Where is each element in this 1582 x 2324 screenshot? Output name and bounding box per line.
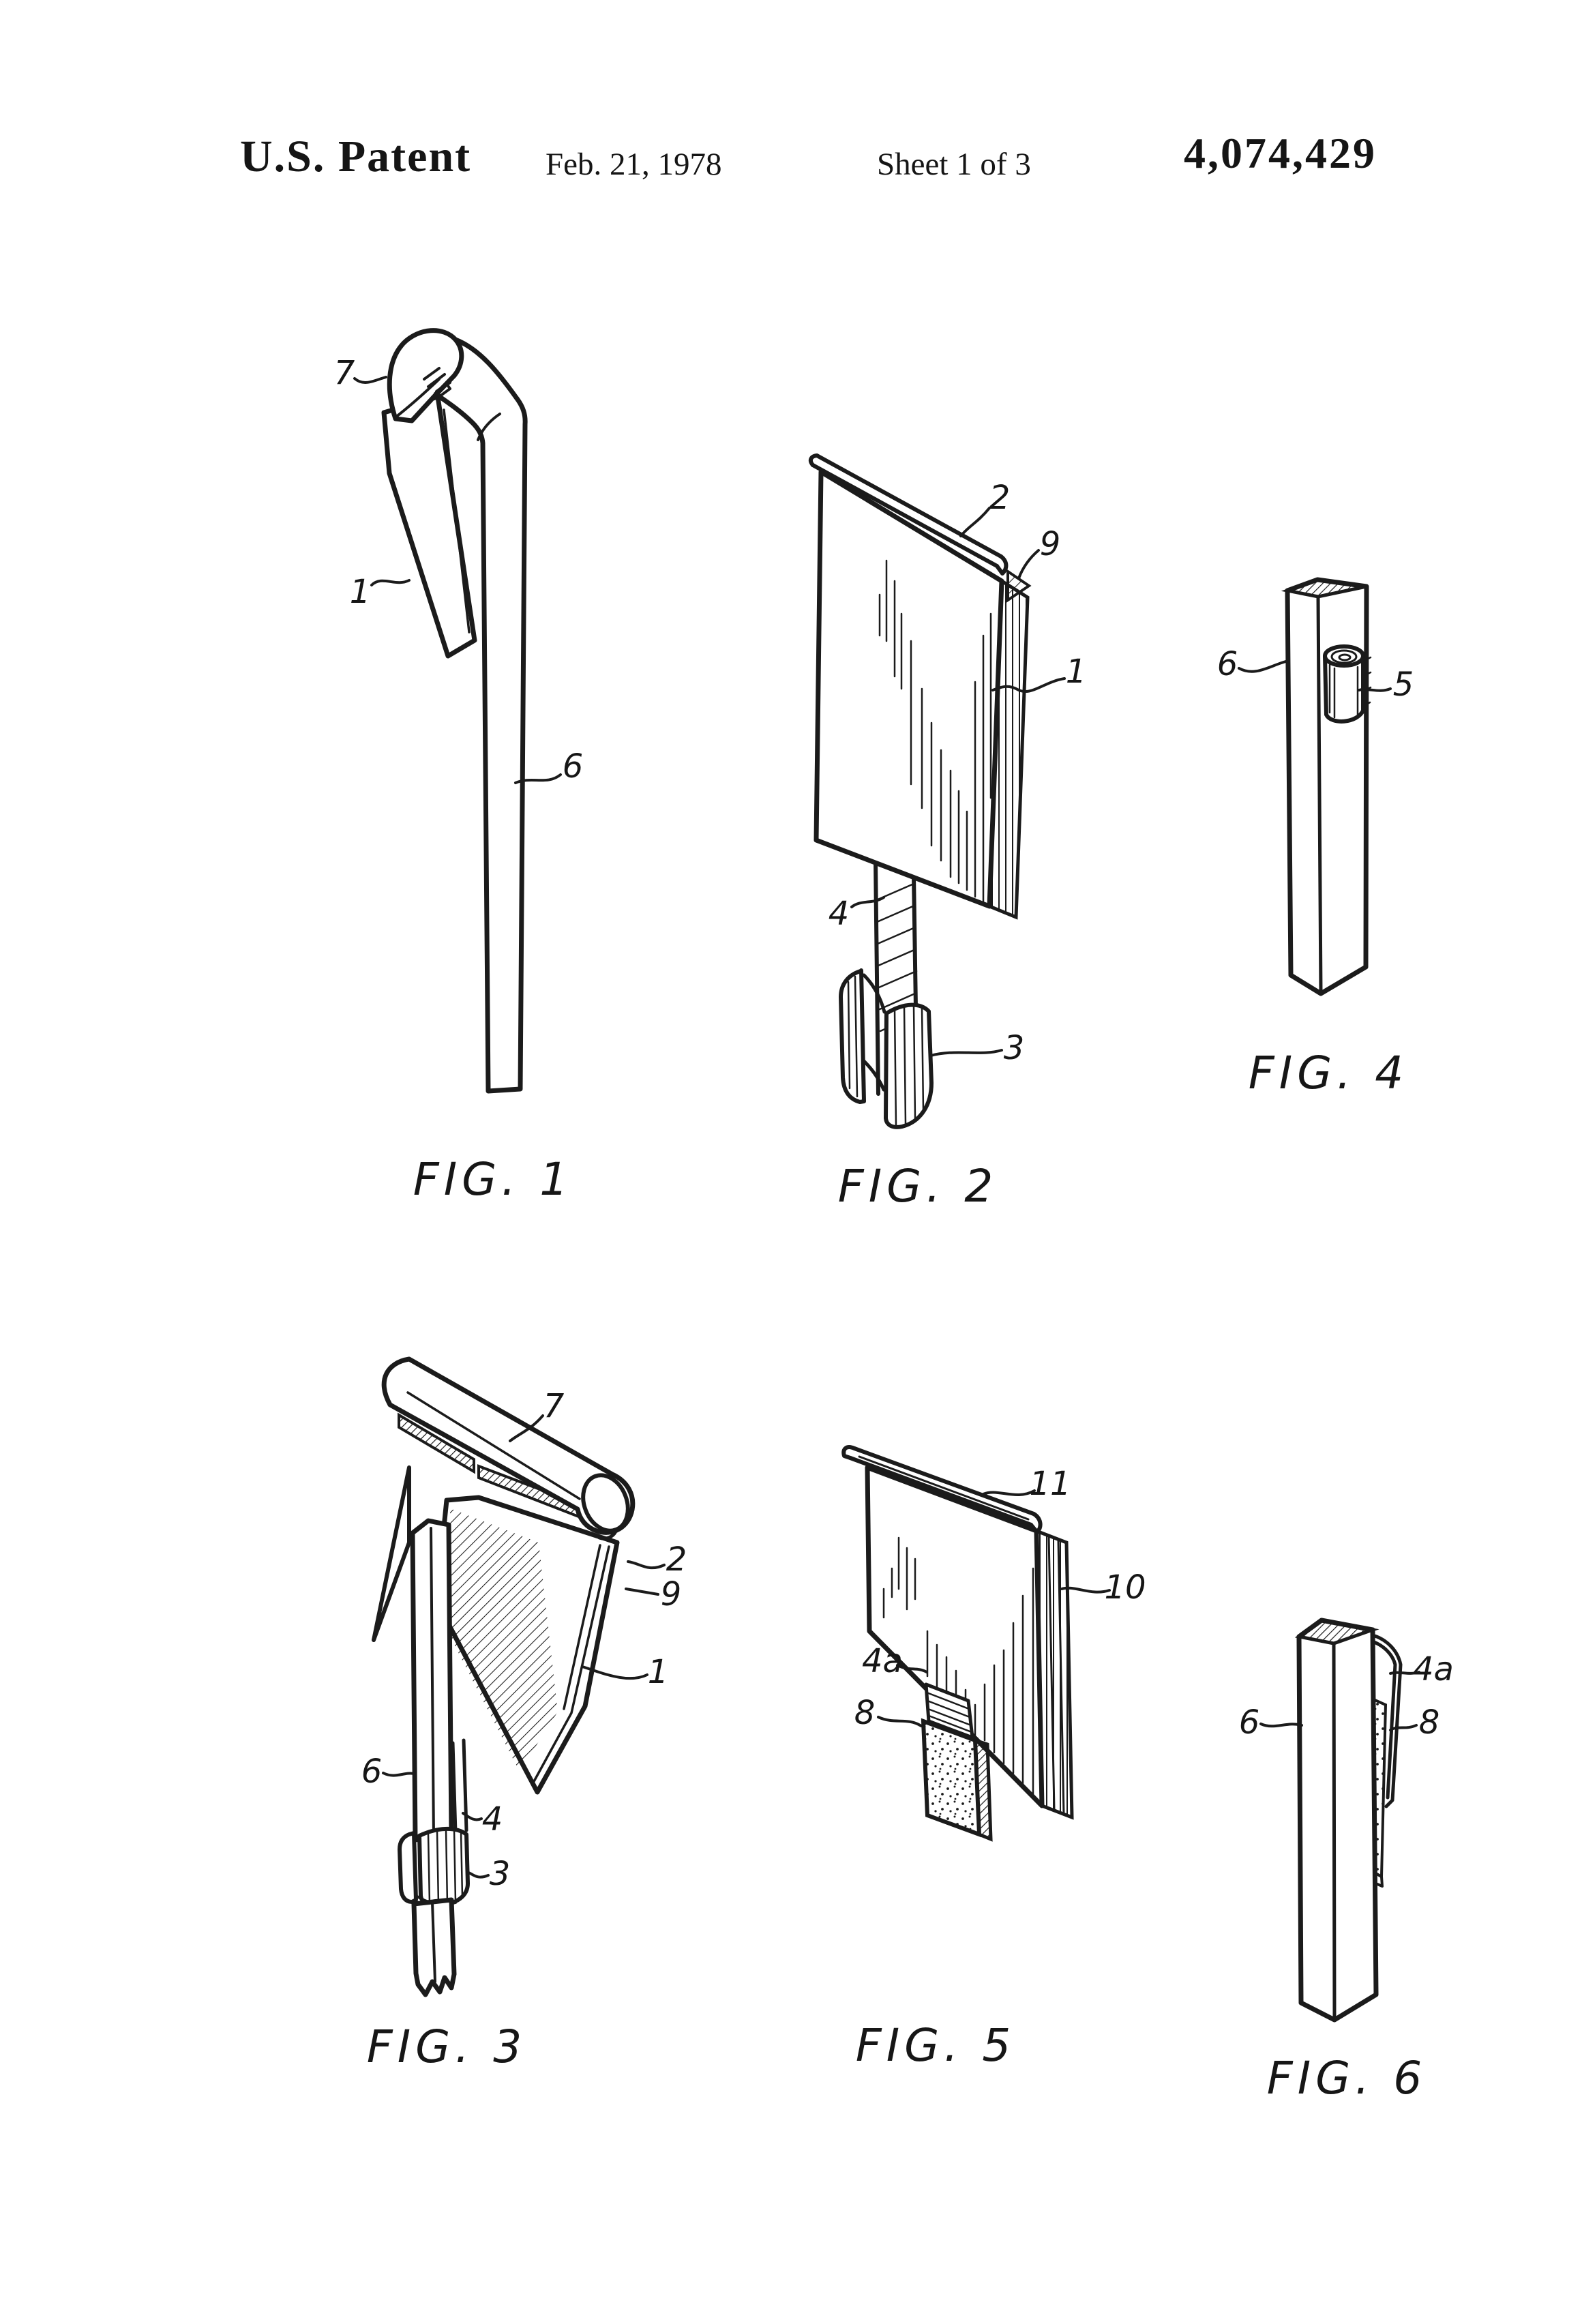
fig5-leaders <box>877 1489 1111 1727</box>
fig2-clip <box>839 968 934 1129</box>
fig3-stem <box>451 1738 468 1835</box>
fig2-leaders <box>850 507 1066 1057</box>
fig6-ref-4a: 4a <box>1413 1650 1454 1688</box>
figure-3: 7 2 9 1 6 4 3 FIG. 3 <box>361 1356 687 2073</box>
fig2-ref-1: 1 <box>1066 653 1087 691</box>
fig3-panel-hatch <box>450 1508 558 1772</box>
fig4-sleeve <box>1323 644 1372 724</box>
fig1-leaders <box>353 376 562 784</box>
fig4-post-top <box>1281 578 1367 599</box>
fig1-shaft <box>428 337 528 1094</box>
fig1-cap-clip-detail <box>423 367 451 398</box>
figure-5: 11 10 4a 8 FIG. 5 <box>841 1445 1146 2072</box>
fig6-leaders <box>1259 1671 1420 1731</box>
fig5-tab <box>921 1718 993 1842</box>
figure-1: 7 1 6 FIG. 1 <box>334 328 584 1206</box>
fig5-ref-10: 10 <box>1104 1568 1146 1607</box>
header-sheet-info: Sheet 1 of 3 <box>877 147 1031 182</box>
header-date: Feb. 21, 1978 <box>546 147 722 182</box>
fig6-ref-6: 6 <box>1239 1703 1260 1742</box>
fig2-caption: FIG. 2 <box>838 1160 998 1212</box>
figure-2: 2 9 1 4 3 FIG. 2 <box>808 453 1087 1212</box>
fig3-ref-2: 2 <box>666 1540 687 1579</box>
fig4-caption: FIG. 4 <box>1249 1047 1409 1099</box>
fig2-ref-4: 4 <box>829 895 850 933</box>
fig4-leaders <box>1238 659 1392 692</box>
fig2-top-bar <box>808 453 1009 576</box>
fig4-post <box>1285 577 1369 996</box>
fig6-post <box>1296 1618 1379 2023</box>
fig1-flag <box>381 394 477 659</box>
fig2-ref-3: 3 <box>1004 1029 1025 1067</box>
fig6-caption: FIG. 6 <box>1267 2052 1427 2104</box>
fig1-cap <box>387 328 464 423</box>
fig1-ref-7: 7 <box>334 354 355 392</box>
fig2-panel <box>814 469 1004 909</box>
fig3-caption: FIG. 3 <box>367 2021 527 2073</box>
fig5-top-bar <box>841 1445 1043 1534</box>
fig4-ref-6: 6 <box>1217 645 1238 683</box>
fig3-channel-left <box>398 1412 475 1474</box>
fig3-ref-9: 9 <box>661 1575 682 1613</box>
fig3-leaders <box>382 1414 666 1879</box>
fig2-ref-2: 2 <box>989 479 1011 517</box>
fig5-ref-4a: 4a <box>862 1642 903 1680</box>
header-patent-number: 4,074,429 <box>1184 129 1377 177</box>
fig3-wedge <box>372 1465 411 1642</box>
fig1-ref-6: 6 <box>563 747 584 786</box>
figure-4: 6 5 FIG. 4 <box>1217 577 1414 1099</box>
fig5-ref-11: 11 <box>1029 1465 1071 1503</box>
fig2-face-hatch <box>878 559 992 903</box>
fig3-ref-4: 4 <box>482 1800 503 1838</box>
fig2-ref-9: 9 <box>1040 525 1061 563</box>
fig3-ref-7: 7 <box>543 1387 565 1425</box>
fig2-edge-strip <box>987 578 1030 920</box>
fig1-ref-1: 1 <box>350 573 371 611</box>
fig1-caption: FIG. 1 <box>413 1153 573 1206</box>
fig6-ref-8: 8 <box>1419 1703 1440 1742</box>
fig4-ref-5: 5 <box>1393 666 1414 704</box>
figure-6: 6 4a 8 FIG. 6 <box>1239 1618 1454 2104</box>
header-patent-label: U.S. Patent <box>240 132 472 181</box>
fig5-caption: FIG. 5 <box>856 2019 1016 2072</box>
fig3-ref-1: 1 <box>648 1653 669 1691</box>
fig3-roller <box>381 1356 636 1535</box>
fig5-ref-8: 8 <box>854 1694 876 1732</box>
fig3-ref-3: 3 <box>490 1855 511 1893</box>
fig6-post-top <box>1294 1618 1379 1645</box>
fig3-ref-6: 6 <box>361 1753 383 1791</box>
fig3-clip <box>398 1826 470 1908</box>
